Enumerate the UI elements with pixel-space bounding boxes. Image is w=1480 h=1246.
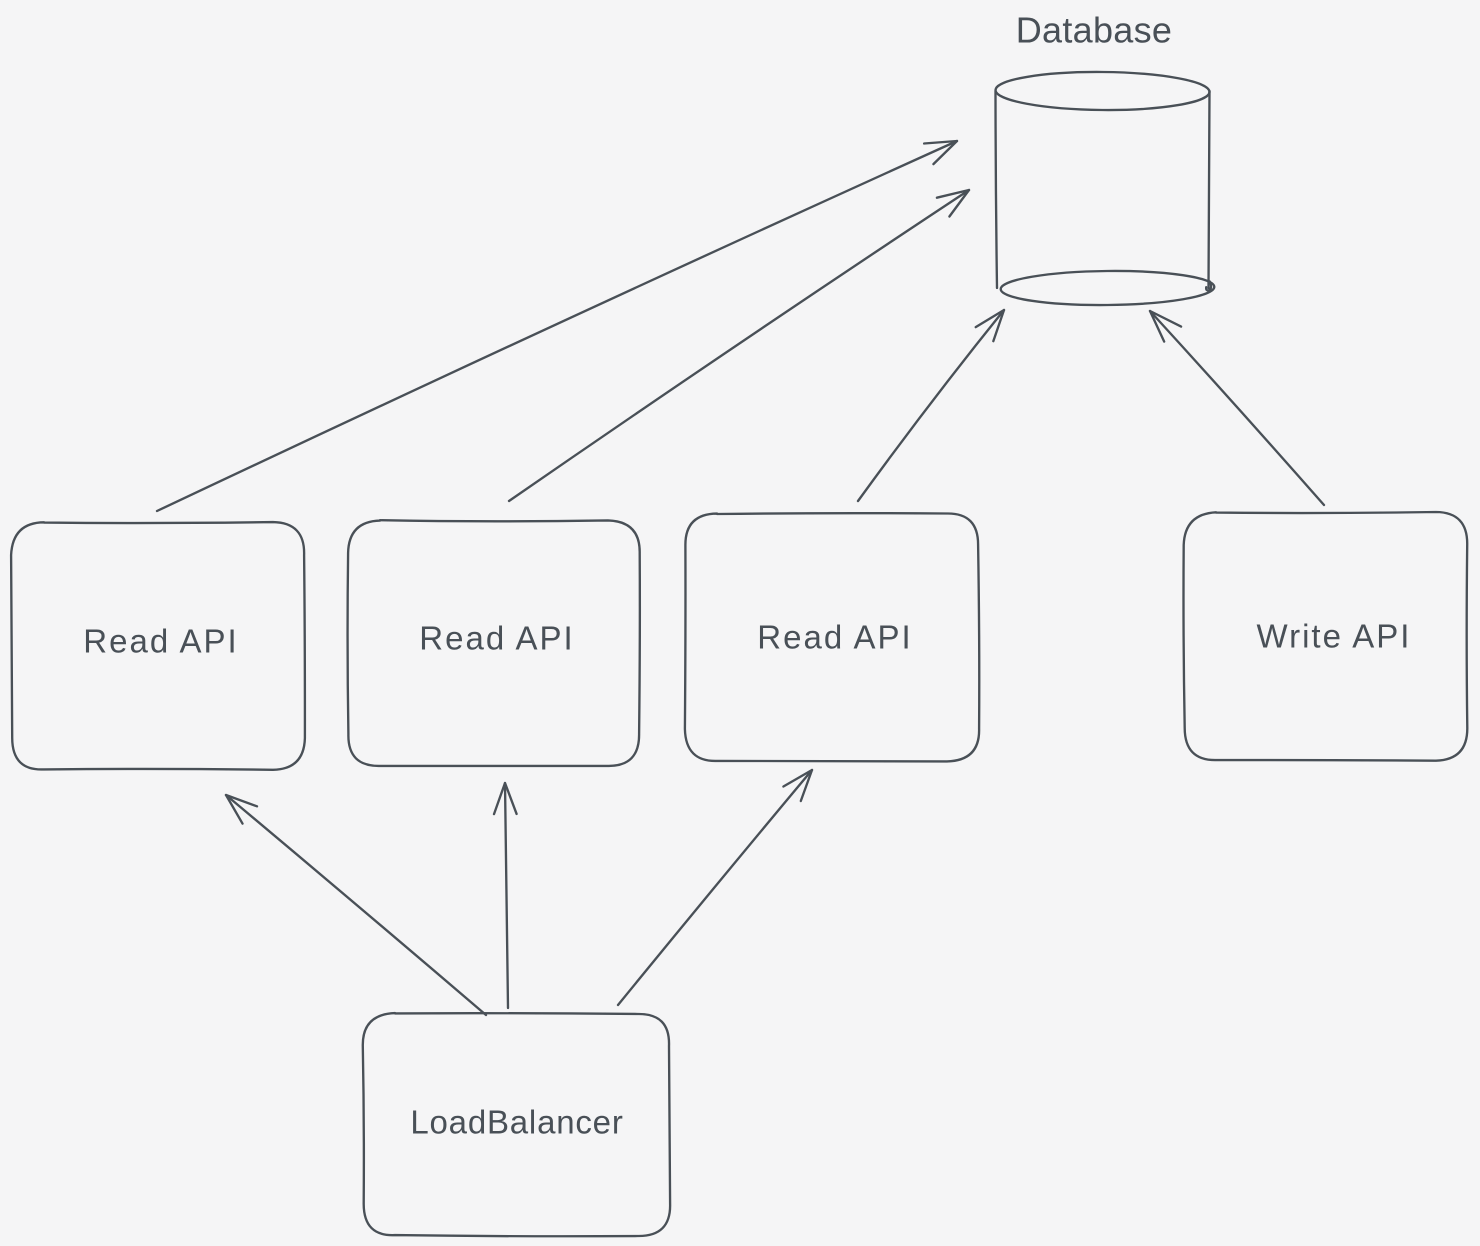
svg-text:Read API: Read API <box>83 623 238 660</box>
svg-text:Write API: Write API <box>1257 618 1412 655</box>
svg-text:Database: Database <box>1016 10 1173 51</box>
svg-text:Read API: Read API <box>419 620 574 657</box>
svg-text:LoadBalancer: LoadBalancer <box>410 1104 623 1141</box>
svg-text:Read API: Read API <box>757 619 912 656</box>
